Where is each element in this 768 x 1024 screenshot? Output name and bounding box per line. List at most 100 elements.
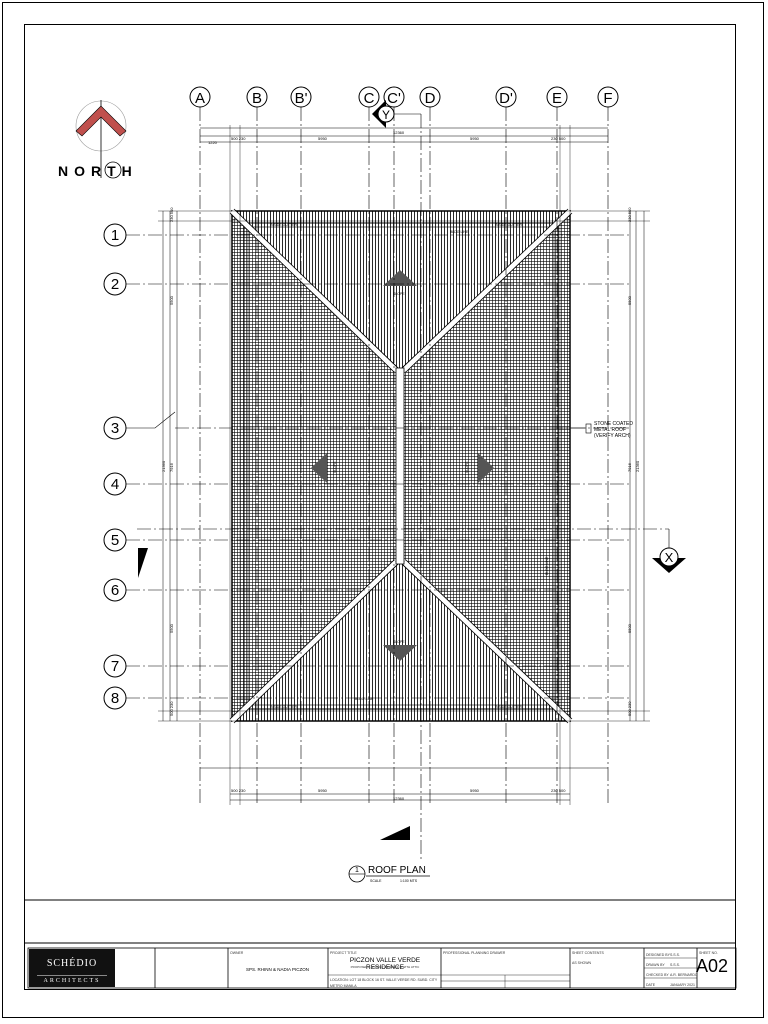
- caption-number: 1: [355, 867, 359, 874]
- checked-label: CHECKED BY: [646, 973, 669, 977]
- roof-material-note: STONE COATED METAL ROOF (VERIFY ARCH): [556, 421, 633, 439]
- caption-scale-label: SCALE: [370, 879, 382, 883]
- grid-label-col: B: [252, 90, 262, 107]
- roof-outline: [229, 208, 573, 724]
- dim-top-1: 1220: [208, 140, 218, 145]
- dim-left-e: 5500: [169, 623, 174, 633]
- slope-arrow-left: [311, 453, 327, 483]
- note-gutter-top-right: INSIDE GUTTER: [495, 223, 523, 227]
- grid-bubble-row: [103, 686, 127, 710]
- checked-value: A.R. BERNARDO: [670, 973, 698, 977]
- designed-value: S.S.S.: [670, 953, 680, 957]
- dim-right-f: 500 230: [627, 701, 632, 716]
- project-subtitle: PROPOSED 2-STOREY RESIDENCE WITH ATTIC: [350, 965, 420, 969]
- dim-bottom-4: 230 500: [551, 788, 566, 793]
- grid-label-col: D': [499, 90, 513, 107]
- roof-note-line-1: STONE COATED: [594, 421, 633, 427]
- grid-label-row: 7: [111, 658, 119, 675]
- section-arrow-bottom-icon: [380, 826, 410, 840]
- grid-label-row: 2: [111, 276, 119, 293]
- grid-bubble-row: [103, 416, 127, 440]
- slope-arrow-bottom: [383, 645, 417, 661]
- section-mark-x: X: [137, 528, 686, 573]
- firm-subname: ARCHITECTS: [37, 975, 107, 984]
- grid-label-col: D: [425, 90, 436, 107]
- section-mark-y-label: Y: [382, 108, 390, 122]
- grid-bubble-col: [189, 86, 211, 108]
- section-mark-x-label: X: [665, 550, 674, 565]
- grid-label-row: 3: [111, 420, 119, 437]
- sheet-no-label: SHEET NO.: [699, 951, 718, 955]
- dim-right-a: 230 500: [627, 207, 632, 222]
- note-slope-right: SLOPE: [465, 461, 469, 473]
- dim-top-3: 5950: [318, 136, 328, 141]
- grid-label-row: 8: [111, 690, 119, 707]
- firm-logo: SCHÉDIO ARCHITECTS: [29, 949, 115, 987]
- dim-top-5: 230 500: [551, 136, 566, 141]
- date-value: JANUARY 2021: [670, 983, 695, 987]
- north-arrow-icon: [75, 100, 127, 179]
- prc-label: PROFESSIONAL PLANNING DRAWER: [443, 951, 506, 955]
- project-location: LOCATION: LOT 18 BLOCK 16 ST. VALLE VERD…: [330, 978, 438, 988]
- grid-label-row: 6: [111, 582, 119, 599]
- slope-arrow-right: [478, 453, 494, 483]
- dim-right-b: 5500: [627, 295, 632, 305]
- drawn-value: S.S.S.: [670, 963, 680, 967]
- note-bldg-line-bottom: BLDG LINE: [355, 697, 374, 701]
- note-gutter-bottom-right: INSIDE GUTTER: [495, 705, 523, 709]
- title-block-lines: [27, 947, 737, 989]
- north-label: NORTH: [58, 163, 138, 179]
- section-arrow-left-icon: [138, 548, 148, 578]
- project-label: PROJECT TITLE: [330, 951, 357, 955]
- dim-bottom-2: 5950: [318, 788, 328, 793]
- note-slope-left: SLOPE: [333, 461, 337, 473]
- grid-bubble-col: [597, 86, 619, 108]
- grid-bubble-col: [495, 86, 517, 108]
- dim-right-c: 21360: [635, 460, 640, 472]
- grid-label-col: B': [295, 90, 308, 107]
- grid-label-col: A: [195, 90, 205, 107]
- note-bldg-line-top: BLDG LINE: [450, 230, 469, 234]
- note-gutter-top-left: INSIDE GUTTER: [270, 223, 298, 227]
- dimension-lines: [158, 125, 650, 805]
- caption-scale-value: 1:100 MTS: [400, 879, 418, 883]
- project-title: PICZON VALLE VERDE RESIDENCE: [349, 957, 421, 971]
- dim-right-d: 7916: [627, 462, 632, 472]
- note-bldg-line-right: BLDG LINE: [545, 556, 549, 575]
- note-slope-bottom: SLOPE: [393, 640, 405, 644]
- roof-note-line-3: (VERIFY ARCH): [594, 433, 631, 439]
- note-slope-top: SLOPE: [393, 292, 405, 296]
- grid-leader: [126, 411, 176, 429]
- sheet-contents-label: SHEET CONTENTS: [572, 951, 604, 955]
- grid-bubble-row: [103, 528, 127, 552]
- drawn-label: DRAWN BY: [646, 963, 665, 967]
- dim-top-2: 500 230: [231, 136, 246, 141]
- grid-label-col: C: [364, 90, 375, 107]
- grid-bubble-col: [290, 86, 312, 108]
- grid-bubble-row: [103, 578, 127, 602]
- grid-bubble-col: [358, 86, 380, 108]
- dimension-labels: 1220 500 230 5950 5950 230 500 12360 500…: [161, 130, 640, 801]
- grid-bubble-row: [103, 272, 127, 296]
- grid-bubble-row: [103, 472, 127, 496]
- grid-bubble-row: [103, 654, 127, 678]
- caption-title: ROOF PLAN: [368, 865, 426, 876]
- grid-label-row: 4: [111, 476, 119, 493]
- dim-bottom-overall: 12360: [393, 796, 405, 801]
- dim-left-d: 7916: [169, 462, 174, 472]
- designed-label: DESIGNED BY: [646, 953, 670, 957]
- dim-left-b: 5500: [169, 295, 174, 305]
- owner-label: OWNER: [230, 951, 244, 955]
- dim-left-f: 500 230: [169, 701, 174, 716]
- grid-label-col: F: [603, 90, 612, 107]
- dim-top-4: 5950: [470, 136, 480, 141]
- firm-name: SCHÉDIO: [46, 958, 98, 969]
- grid-label-col: E: [552, 90, 562, 107]
- grid-bubble-col: [546, 86, 568, 108]
- section-mark-y: Y: [372, 100, 422, 860]
- grid-bubble-col: [383, 86, 405, 108]
